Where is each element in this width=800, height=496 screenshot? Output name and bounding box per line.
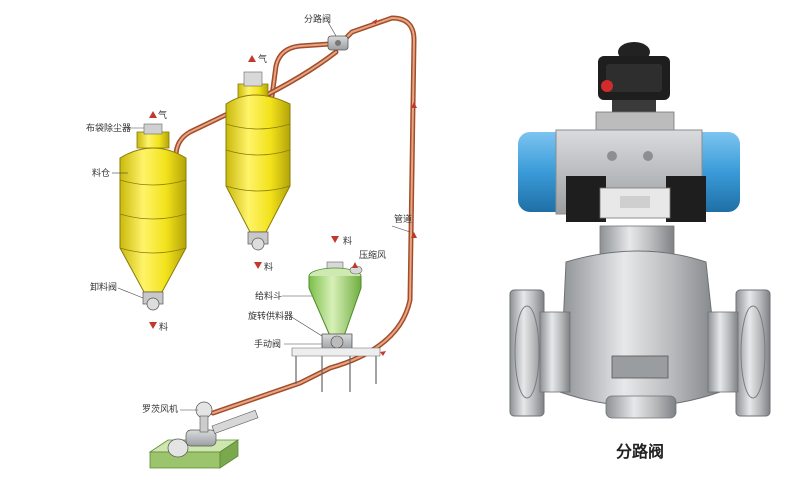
diverter-valve-photo: [509, 42, 771, 419]
label-discharge-valve: 卸料阀: [90, 281, 117, 293]
label-conveying-pipe: 管道: [394, 213, 412, 225]
label-receiver-top: 布袋除尘器: [86, 122, 131, 134]
label-air-in: 压缩风: [359, 249, 386, 261]
limit-switch-box: [598, 42, 670, 118]
roots-blower: [148, 401, 259, 469]
label-out-a: 料: [159, 321, 168, 333]
conveying-system-diagram: 分路阀 气 布袋除尘器 料仓 卸料阀 料: [86, 13, 417, 469]
svg-text:气: 气: [158, 109, 167, 121]
label-diverter-valve: 分路阀: [304, 13, 331, 25]
flow-arrows: [372, 19, 417, 356]
silo-a: [119, 123, 187, 311]
svg-text:气: 气: [258, 53, 267, 65]
label-blower: 罗茨风机: [142, 403, 178, 415]
photo-caption: 分路阀: [615, 442, 664, 461]
solenoid-valve: [566, 176, 706, 222]
label-rotary-feeder: 旋转供料器: [248, 310, 293, 322]
silo-b: [225, 71, 291, 251]
label-bin-a: 料仓: [92, 167, 110, 179]
label-manual-valve: 手动阀: [254, 338, 281, 350]
label-feed-hopper: 给料斗: [255, 290, 282, 302]
valve-body: [509, 250, 771, 419]
label-feed-in: 料: [343, 235, 352, 247]
label-out-b: 料: [264, 261, 273, 273]
feed-hopper: [291, 261, 381, 392]
diverter-valve-small: [327, 35, 349, 51]
